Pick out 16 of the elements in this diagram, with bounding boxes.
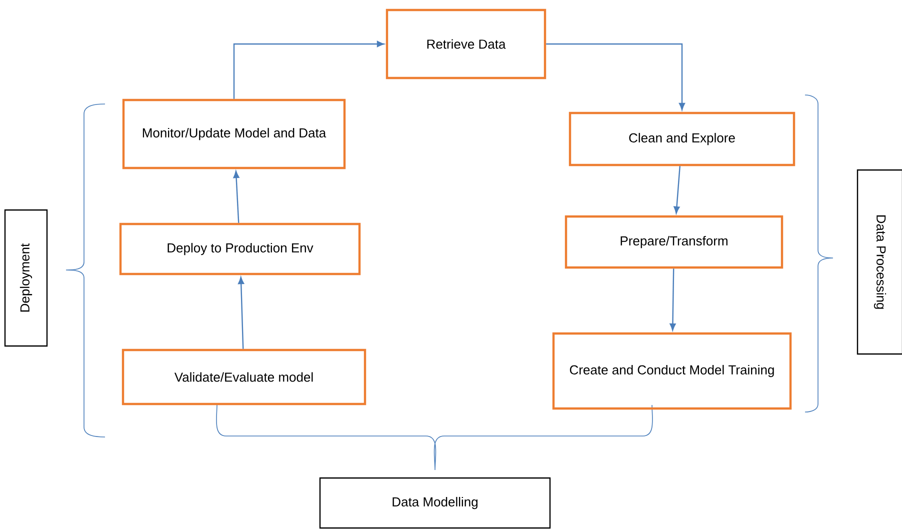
process-box: Retrieve Data [386,8,546,80]
arrow [238,276,244,349]
process-box: Deploy to Production Env [119,222,361,276]
phase-box: Deployment [4,209,48,347]
arrow [546,43,686,110]
process-box: Clean and Explore [568,112,796,166]
arrow [233,170,240,223]
arrow [233,40,384,99]
phase-box: Data Modelling [319,477,551,529]
arrow [670,268,676,331]
process-box: Validate/Evaluate model [122,348,366,406]
process-box: Create and Conduct Model Training [552,332,792,410]
phase-box: Data Processing [856,169,902,355]
arrow [674,166,680,214]
process-box: Monitor/Update Model and Data [122,98,346,170]
process-box: Prepare/Transform [564,215,784,269]
